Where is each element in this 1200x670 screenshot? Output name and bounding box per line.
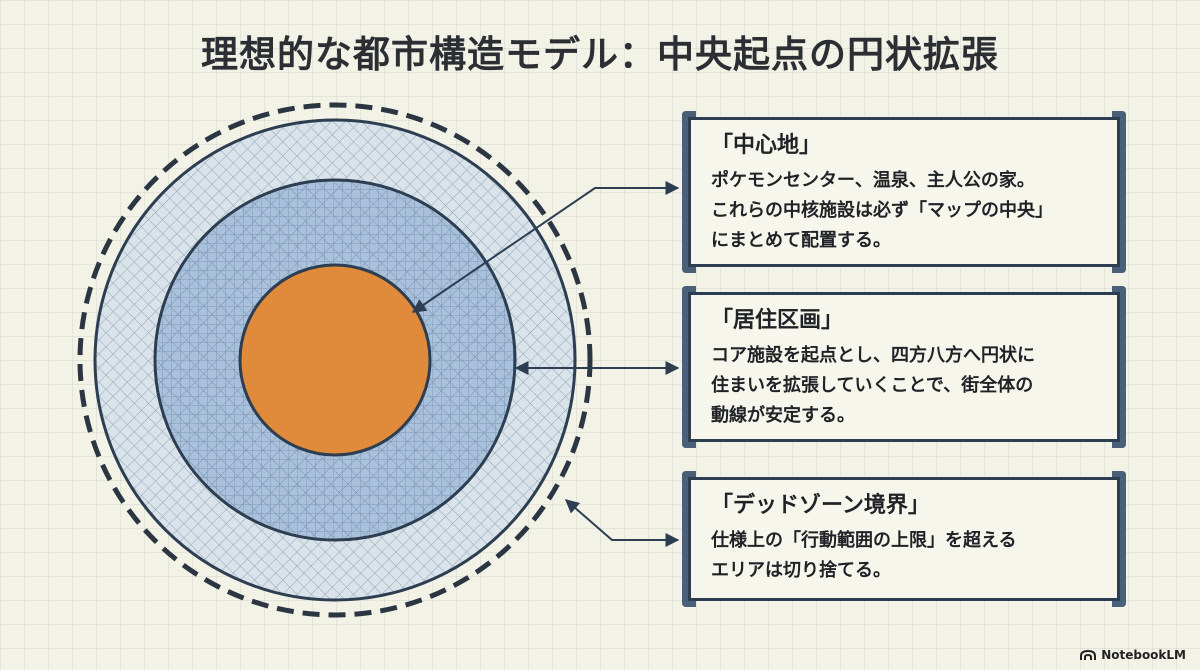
card-residential: 「居住区画」 コア施設を起点とし、四方八方へ円状に 住まいを拡張していくことで、… bbox=[682, 286, 1126, 448]
core-zone bbox=[238, 263, 432, 457]
connector-dead-zone bbox=[564, 499, 680, 547]
card-core-title: 「中心地」 bbox=[711, 133, 822, 158]
brand-label: NotebookLM bbox=[1101, 648, 1186, 662]
card-dead-zone-body: 仕様上の「行動範囲の上限」を超える エリアは切り捨てる。 bbox=[711, 530, 1017, 581]
card-residential-title: 「居住区画」 bbox=[711, 308, 844, 333]
diagram-title: 理想的な都市構造モデル：中央起点の円状拡張 bbox=[201, 33, 999, 76]
notebooklm-logo-icon bbox=[1080, 649, 1097, 660]
dead-zone-boundary bbox=[77, 102, 593, 618]
card-core: 「中心地」 ポケモンセンター、温泉、主人公の家。 これらの中核施設は必ず「マップ… bbox=[682, 111, 1126, 273]
card-dead-zone: 「デッドゾーン境界」 仕様上の「行動範囲の上限」を超える エリアは切り捨てる。 bbox=[682, 471, 1126, 607]
connector-core bbox=[411, 181, 680, 313]
card-core-body: ポケモンセンター、温泉、主人公の家。 これらの中核施設は必ず「マップの中央」 に… bbox=[711, 170, 1053, 251]
card-residential-body: コア施設を起点とし、四方八方へ円状に 住まいを拡張していくことで、街全体の 動線… bbox=[711, 345, 1035, 426]
card-dead-zone-title: 「デッドゾーン境界」 bbox=[711, 493, 930, 518]
notebooklm-watermark: NotebookLM bbox=[1080, 648, 1186, 662]
